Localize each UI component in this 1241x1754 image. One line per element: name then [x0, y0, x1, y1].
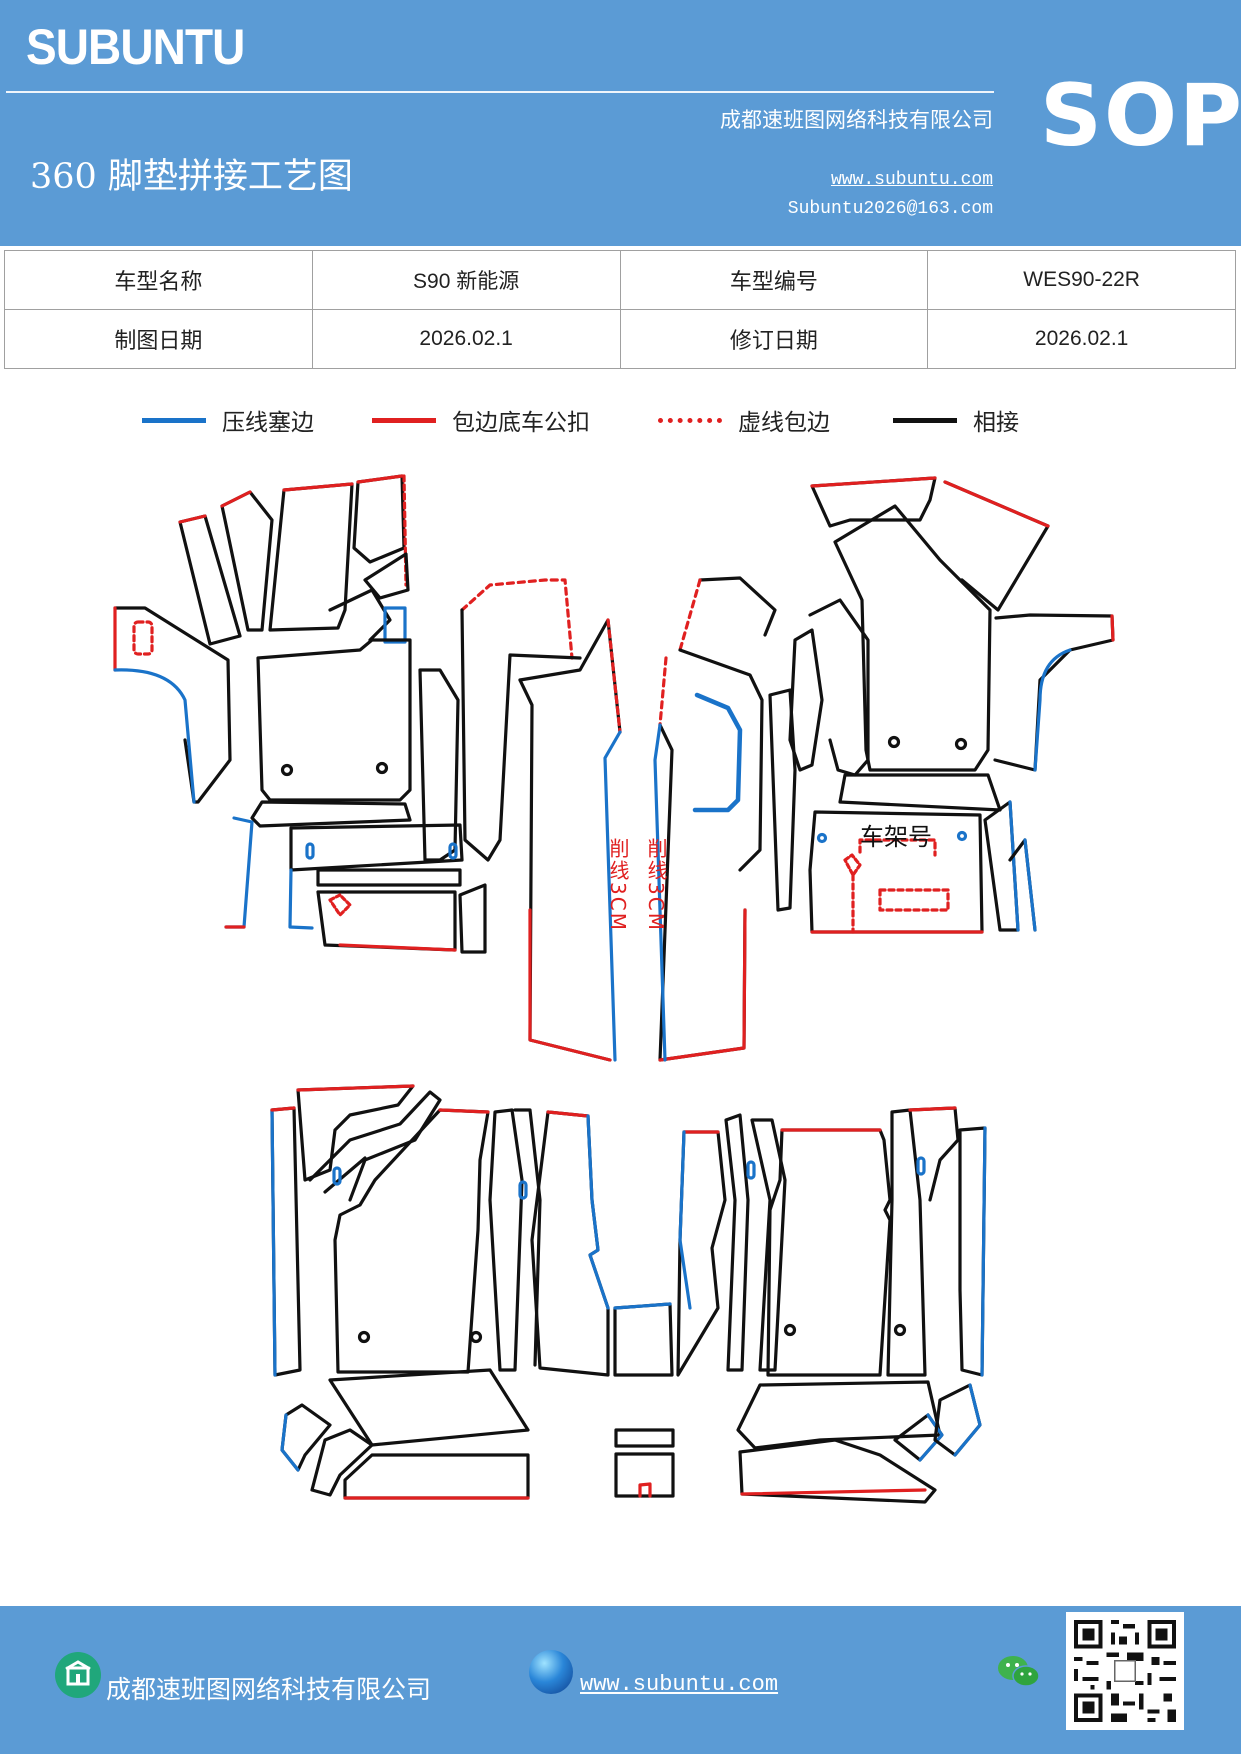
model-name-value: S90 新能源	[311, 250, 621, 310]
mat-piece-rear-center	[613, 1302, 675, 1498]
floor-mat-diagram: 削线3CM 削线3CM 车架号	[113, 474, 1115, 1504]
line-legend: 压线塞边 包边底车公扣 虚线包边 相接	[0, 400, 1241, 440]
trim-label-left: 削线3CM	[606, 838, 630, 932]
frame-number-label: 车架号	[860, 823, 932, 851]
model-name-label: 车型名称	[4, 250, 313, 310]
building-icon	[55, 1652, 101, 1698]
model-code-label: 车型编号	[619, 250, 929, 310]
document-title: 360 脚垫拼接工艺图	[30, 157, 353, 197]
footer-banner: 成都速班图网络科技有限公司 www.subuntu.com	[0, 1606, 1241, 1754]
wechat-icon-glyph	[998, 1656, 1040, 1687]
legend-blue-swatch	[142, 417, 206, 423]
legend-item-press-line: 压线塞边	[142, 400, 314, 440]
revise-date-value: 2026.02.1	[927, 309, 1236, 369]
footer-company-name: 成都速班图网络科技有限公司	[106, 1675, 432, 1704]
table-row: 制图日期 2026.02.1 修订日期 2026.02.1	[4, 309, 1236, 369]
legend-label: 压线塞边	[222, 410, 314, 436]
mat-piece-rear-right	[676, 1106, 987, 1504]
mat-piece-center-right	[653, 576, 777, 1062]
mat-piece-center-left	[460, 578, 622, 1062]
legend-item-edge-wrap: 包边底车公扣	[372, 400, 590, 440]
legend-black-swatch	[893, 417, 957, 423]
legend-item-joined: 相接	[893, 400, 1019, 440]
table-row: 车型名称 S90 新能源 车型编号 WES90-22R	[4, 250, 1236, 310]
legend-red-swatch	[372, 417, 436, 423]
globe-icon	[529, 1650, 573, 1694]
header-divider	[6, 91, 994, 93]
legend-label: 相接	[973, 410, 1019, 436]
wechat-icon[interactable]	[996, 1652, 1042, 1692]
header-company-name: 成都速班图网络科技有限公司	[720, 108, 993, 132]
trim-label-right: 削线3CM	[644, 838, 668, 932]
mat-piece-rear-left	[270, 1084, 610, 1500]
draw-date-value: 2026.02.1	[311, 309, 621, 369]
brand-logo: SUBUNTU	[26, 19, 245, 75]
footer-website-link[interactable]: www.subuntu.com	[580, 1672, 779, 1697]
qr-code[interactable]	[1066, 1612, 1184, 1730]
trim-label-group: 削线3CM 削线3CM	[606, 838, 668, 932]
legend-label: 虚线包边	[738, 410, 830, 436]
sop-badge: SOP	[1040, 66, 1241, 166]
legend-item-dashed-wrap: 虚线包边	[658, 400, 830, 440]
mat-piece-driver-front	[113, 474, 487, 954]
model-code-value: WES90-22R	[927, 250, 1236, 310]
vehicle-info-table: 车型名称 S90 新能源 车型编号 WES90-22R 制图日期 2026.02…	[4, 250, 1236, 369]
header-email[interactable]: Subuntu2026@163.com	[787, 199, 993, 219]
header-banner: SUBUNTU 成都速班图网络科技有限公司 360 脚垫拼接工艺图 www.su…	[0, 0, 1241, 246]
legend-label: 包边底车公扣	[452, 410, 590, 436]
qr-code-pattern	[1066, 1612, 1184, 1730]
mat-piece-passenger-front: 车架号	[768, 476, 1115, 934]
building-icon-glyph	[65, 1660, 91, 1686]
header-website-link[interactable]: www.subuntu.com	[830, 170, 993, 190]
revise-date-label: 修订日期	[619, 309, 929, 369]
draw-date-label: 制图日期	[4, 309, 313, 369]
legend-red-dashed-swatch	[658, 417, 722, 423]
